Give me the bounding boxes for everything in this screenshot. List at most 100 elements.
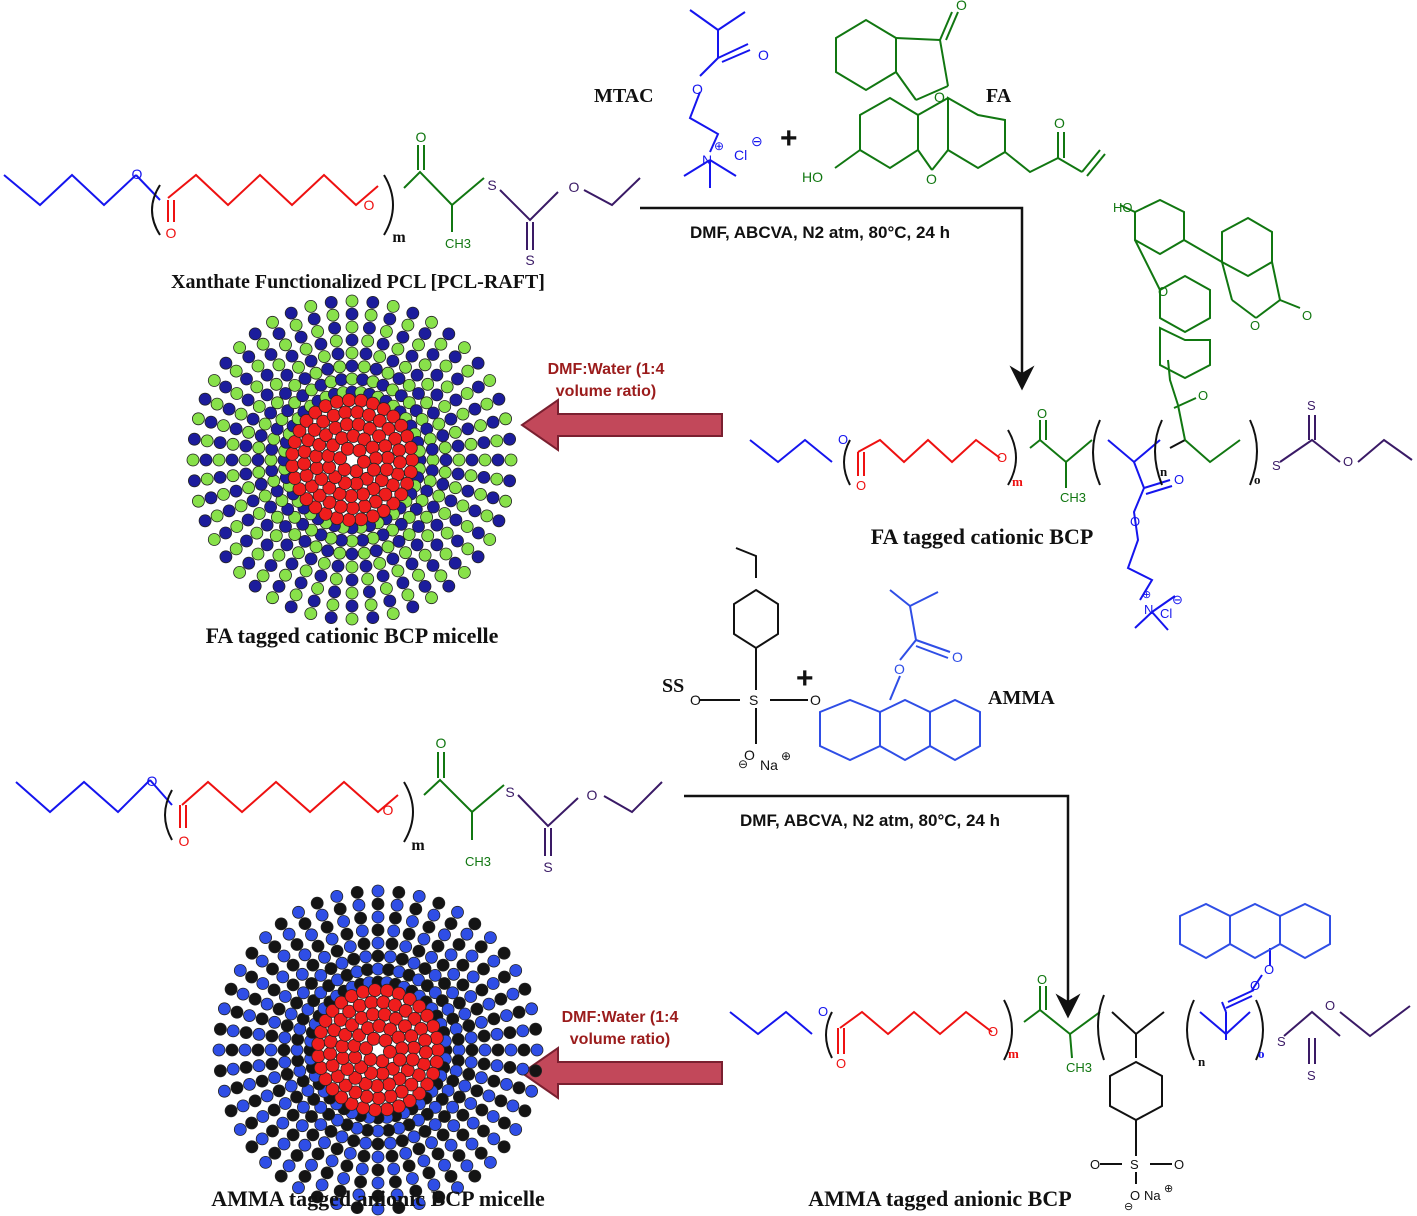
corona-bead [333,902,347,916]
corona-bead [239,439,253,453]
core-bead [354,393,369,408]
step-top-line2: volume ratio) [556,383,656,400]
subscript-o: o [1258,1046,1265,1061]
corona-bead [242,425,256,439]
corona-bead [233,341,247,355]
corona-bead [252,441,266,455]
core-bead [330,394,344,409]
corona-bead [210,397,224,411]
corona-bead [392,1121,406,1135]
corona-bead [317,350,331,364]
corona-bead [333,1184,347,1198]
corona-bead [471,526,485,540]
core-bead [362,421,377,436]
atom-o: O [856,478,866,493]
corona-bead [483,533,497,546]
corona-bead [317,557,331,570]
corona-bead [311,939,325,953]
corona-bead [240,372,253,386]
corona-bead [504,453,518,467]
corona-bead [264,1043,278,1057]
corona-bead [491,453,505,467]
corona-bead [464,990,478,1003]
core-bead [338,405,353,420]
corona-bead [421,377,435,391]
corona-bead [457,566,471,579]
corona-bead [465,1137,479,1151]
corona-bead [466,970,480,984]
corona-bead [330,890,344,903]
corona-bead [343,1147,357,1160]
corona-bead [500,1009,513,1022]
corona-bead [224,1104,238,1118]
corona-bead [212,1043,226,1057]
corona-bead [409,502,423,516]
pcl-raft-structure-bottom [15,752,663,856]
core-bead [382,1044,397,1059]
corona-bead [497,946,511,960]
corona-bead [246,494,260,508]
corona-bead [477,436,491,450]
corona-bead [280,368,294,382]
corona-bead [418,1125,432,1138]
corona-bead [434,569,448,583]
core-bead [426,1019,441,1034]
corona-bead [279,338,292,352]
corona-bead [361,334,375,348]
corona-bead [252,1059,266,1073]
corona-bead [306,958,320,972]
ester-bond [135,174,161,201]
corona-bead [444,1138,458,1152]
corona-bead [426,406,440,420]
corona-bead [359,950,373,964]
core-bead [431,1043,445,1057]
corona-bead [333,360,347,374]
corona-bead [396,330,410,344]
corona-bead [448,481,462,495]
corona-bead [452,453,466,467]
corona-bead [361,572,375,586]
atom-s: S [1277,1034,1286,1049]
corona-bead [456,1108,470,1122]
core-bead [322,480,337,495]
corona-bead [357,360,371,374]
corona-bead [331,1113,344,1127]
fa-bcp-atoms: O O O O O O N ⊕ Cl ⊖ O O O O HO S S O CH… [838,200,1353,621]
atom-o: O [690,692,701,708]
corona-bead [366,611,380,624]
corona-bead [254,477,268,491]
core-bead [313,1061,328,1075]
corona-bead [286,1108,300,1122]
corona-bead [238,453,252,467]
core-bead [420,1008,435,1023]
core-bead [362,408,376,423]
corona-bead [296,986,310,1000]
corona-bead [333,546,347,560]
reaction-arrow-top [640,206,1035,391]
corona-bead [345,359,359,373]
corona-bead [276,1116,290,1130]
fa-structure [834,11,1106,177]
corona-bead [451,1181,464,1195]
core-bead [307,422,322,437]
corona-bead [491,1043,505,1057]
amma-atoms: O O [894,649,963,677]
corona-bead [213,436,227,450]
corona-bead [412,387,425,400]
corona-bead [251,1043,265,1057]
corona-bead [497,1140,511,1154]
corona-bead [503,432,517,446]
corona-bead [299,342,313,356]
core-bead [332,486,347,501]
corona-bead [277,1137,291,1151]
core-bead [420,1077,435,1092]
corona-bead [383,594,397,608]
atom-o: O [1130,514,1140,529]
corona-bead [268,1015,282,1029]
corona-bead [383,950,397,964]
corona-bead [265,464,279,478]
core-bead [405,1052,420,1067]
core-bead [348,1050,363,1065]
corona-bead [187,432,201,446]
core-bead [392,1052,407,1067]
